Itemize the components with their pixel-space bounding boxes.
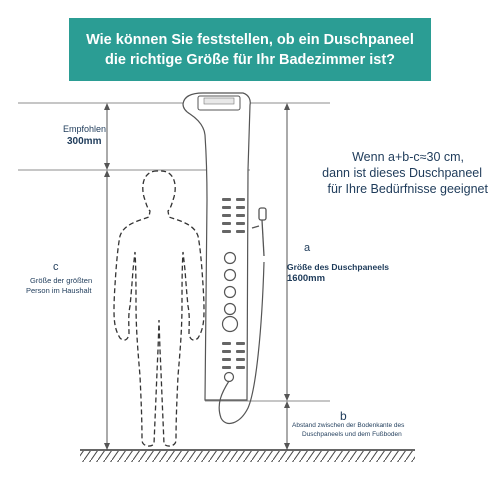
c-letter: c	[53, 261, 59, 273]
a-value: 1600mm	[287, 273, 326, 284]
b-letter: b	[340, 409, 347, 423]
person-outline	[113, 170, 205, 447]
a-label: Größe des Duschpaneels	[287, 262, 390, 272]
c-label-line-1: Größe der größten	[30, 276, 93, 285]
shower-panel	[182, 92, 251, 401]
rule-line-3: für Ihre Bedürfnisse geeignet	[327, 182, 488, 196]
b-label-line-1: Abstand zwischen der Bodenkante des	[292, 422, 405, 429]
rule-line-1: Wenn a+b-c≈30 cm,	[352, 150, 464, 164]
b-dimension-line	[284, 401, 290, 450]
header-line-1: Wie können Sie feststellen, ob ein Dusch…	[86, 31, 414, 48]
header-line-2: die richtige Größe für Ihr Badezimmer is…	[104, 51, 396, 68]
a-dimension-line	[284, 103, 290, 401]
recommended-dimension-line	[104, 103, 110, 170]
a-letter: a	[304, 242, 311, 254]
recommended-label: Empfohlen	[63, 124, 107, 134]
c-dimension-line	[104, 170, 110, 450]
b-label-line-2: Duschpaneels und dem Fußboden	[302, 431, 402, 438]
header-banner: Wie können Sie feststellen, ob ein Dusch…	[69, 18, 431, 81]
floor	[80, 449, 415, 462]
recommended-value: 300mm	[67, 136, 102, 147]
rule-line-2: dann ist dieses Duschpaneel	[322, 166, 482, 180]
hand-shower	[218, 207, 267, 425]
c-label-line-2: Person im Haushalt	[26, 286, 92, 295]
